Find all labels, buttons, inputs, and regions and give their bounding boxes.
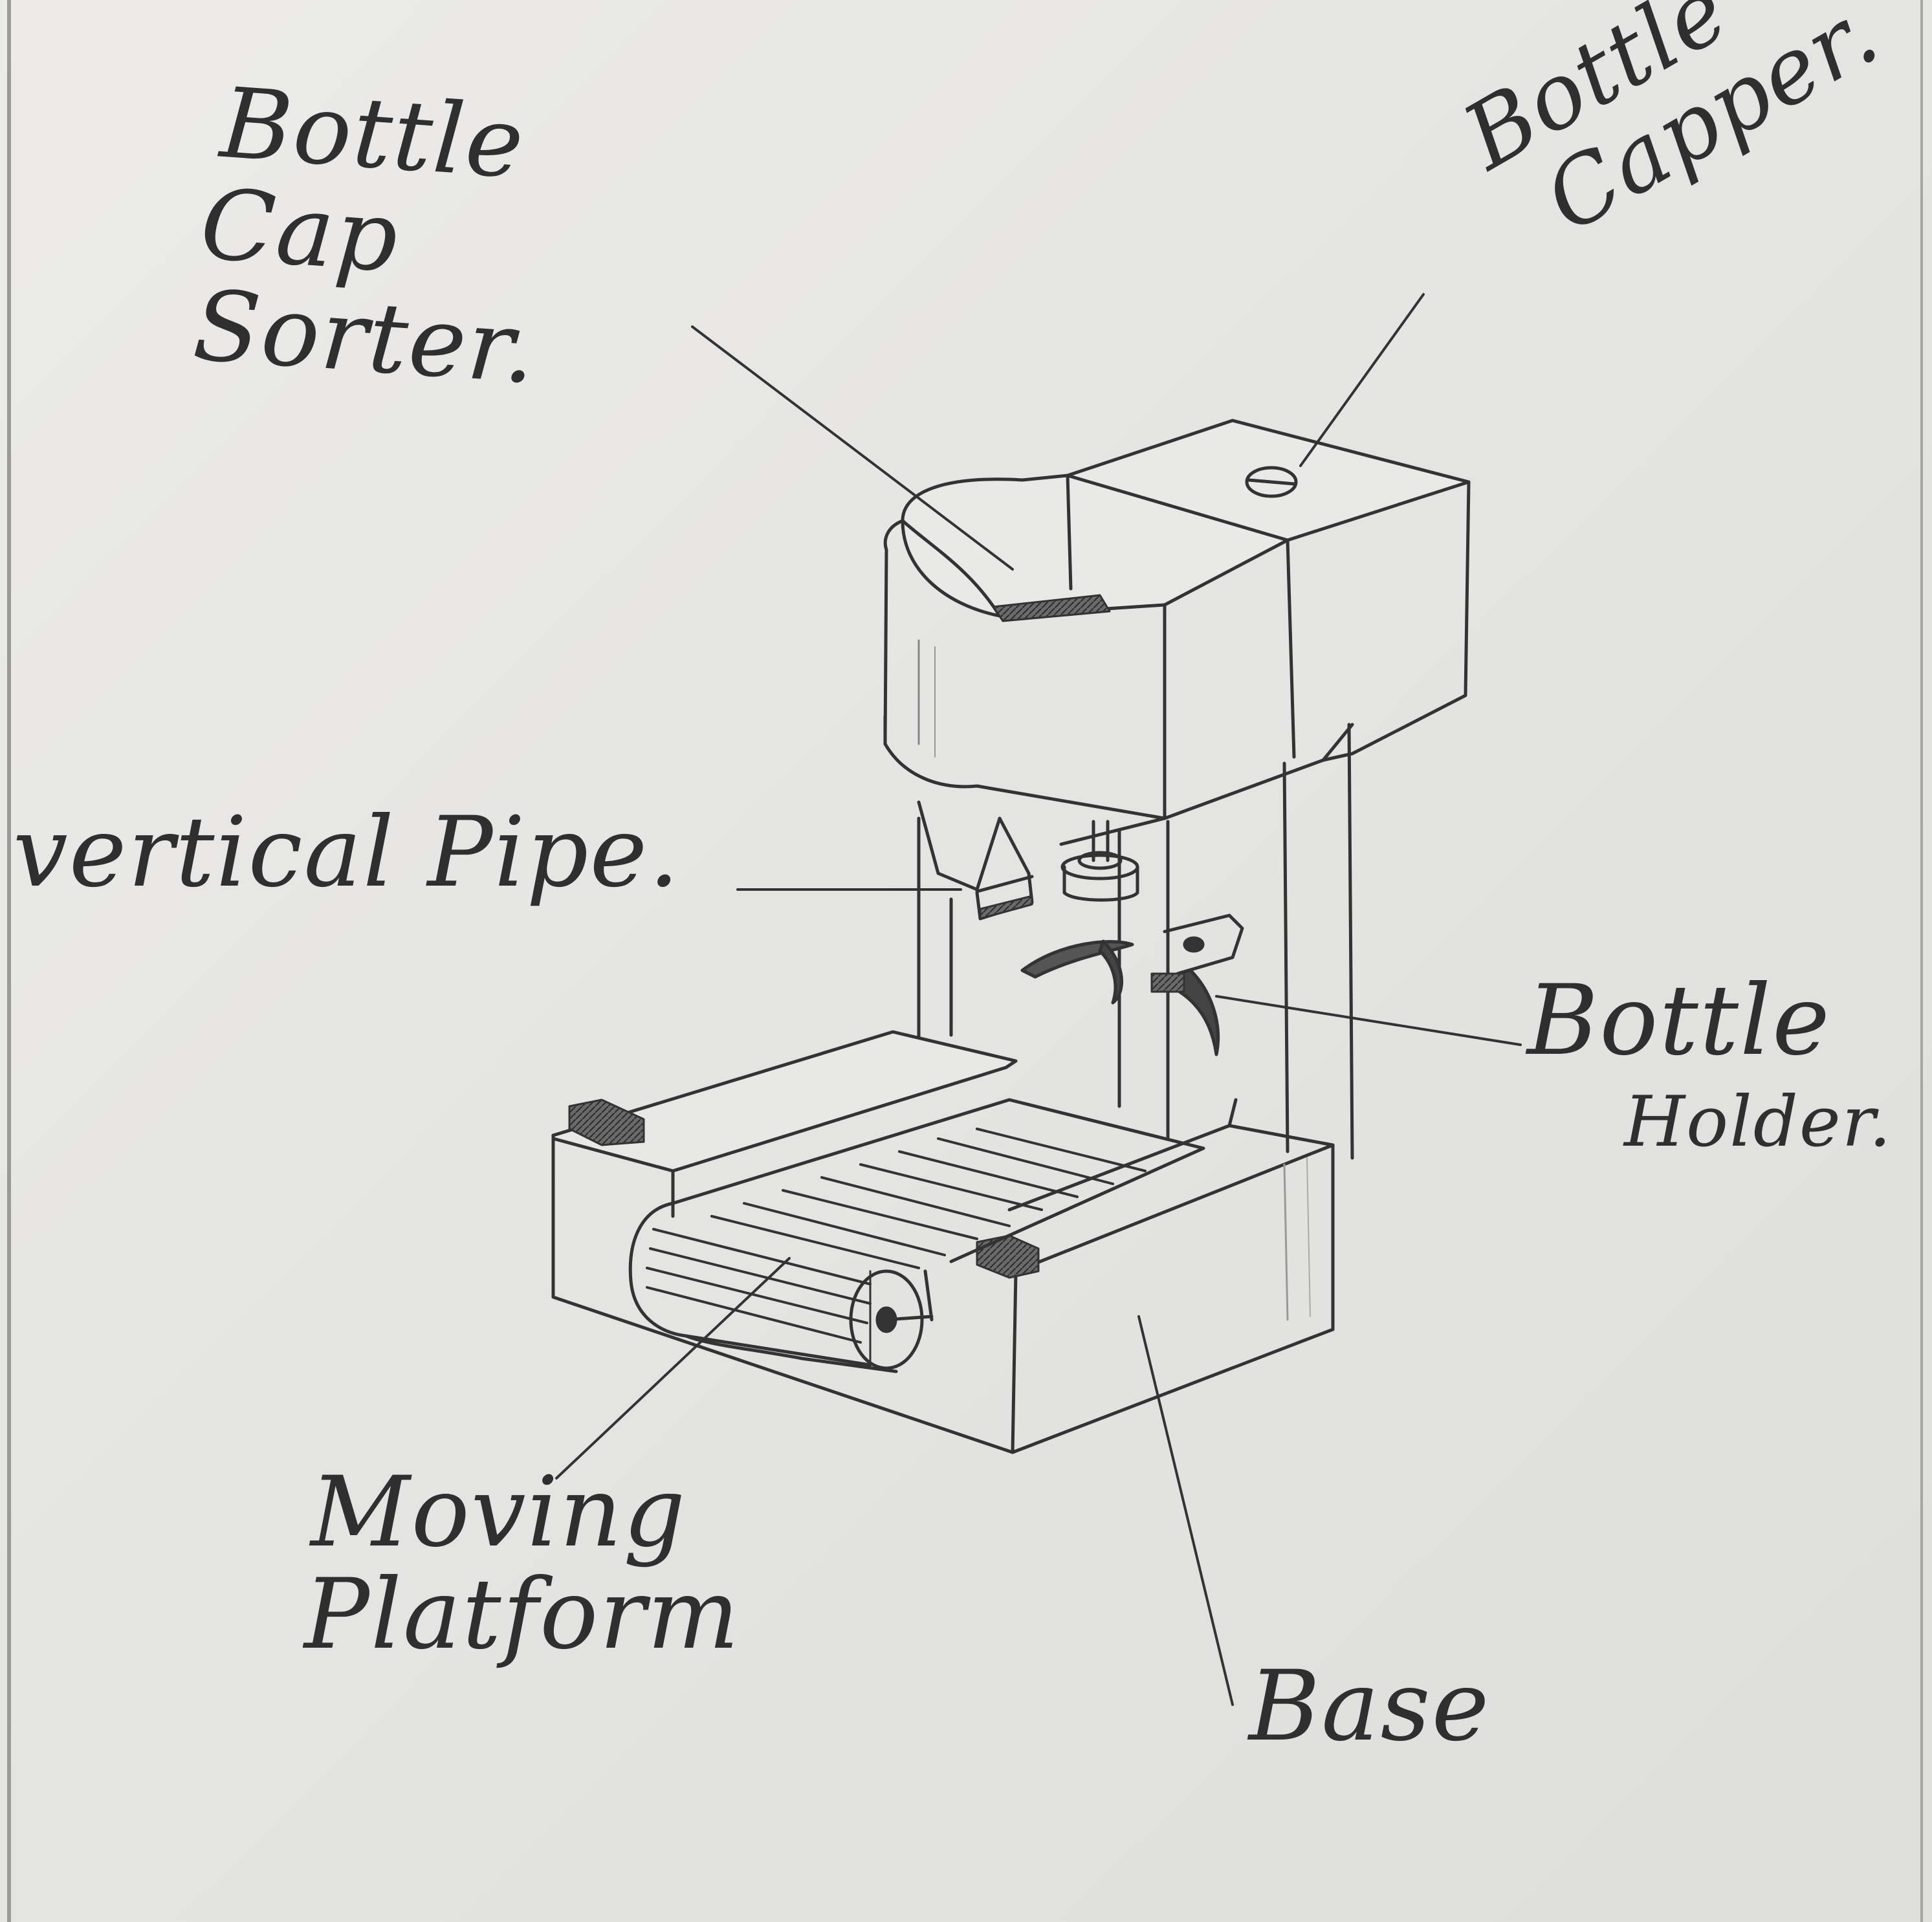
label-moving-platform: Moving Platform [304, 1462, 740, 1666]
label-bottle-cap-sorter: Bottle Cap Sorter. [203, 73, 554, 401]
label-line: Holder. [1624, 1086, 1893, 1159]
label-vertical-pipe: vertical Pipe. [13, 802, 681, 904]
label-line: Sorter. [190, 276, 540, 401]
label-line: Platform [304, 1564, 740, 1666]
label-line: Bottle [1527, 970, 1893, 1073]
label-base: Base [1249, 1656, 1490, 1758]
label-bottle-holder: Bottle Holder. [1527, 970, 1893, 1159]
label-line: Moving [311, 1462, 740, 1564]
